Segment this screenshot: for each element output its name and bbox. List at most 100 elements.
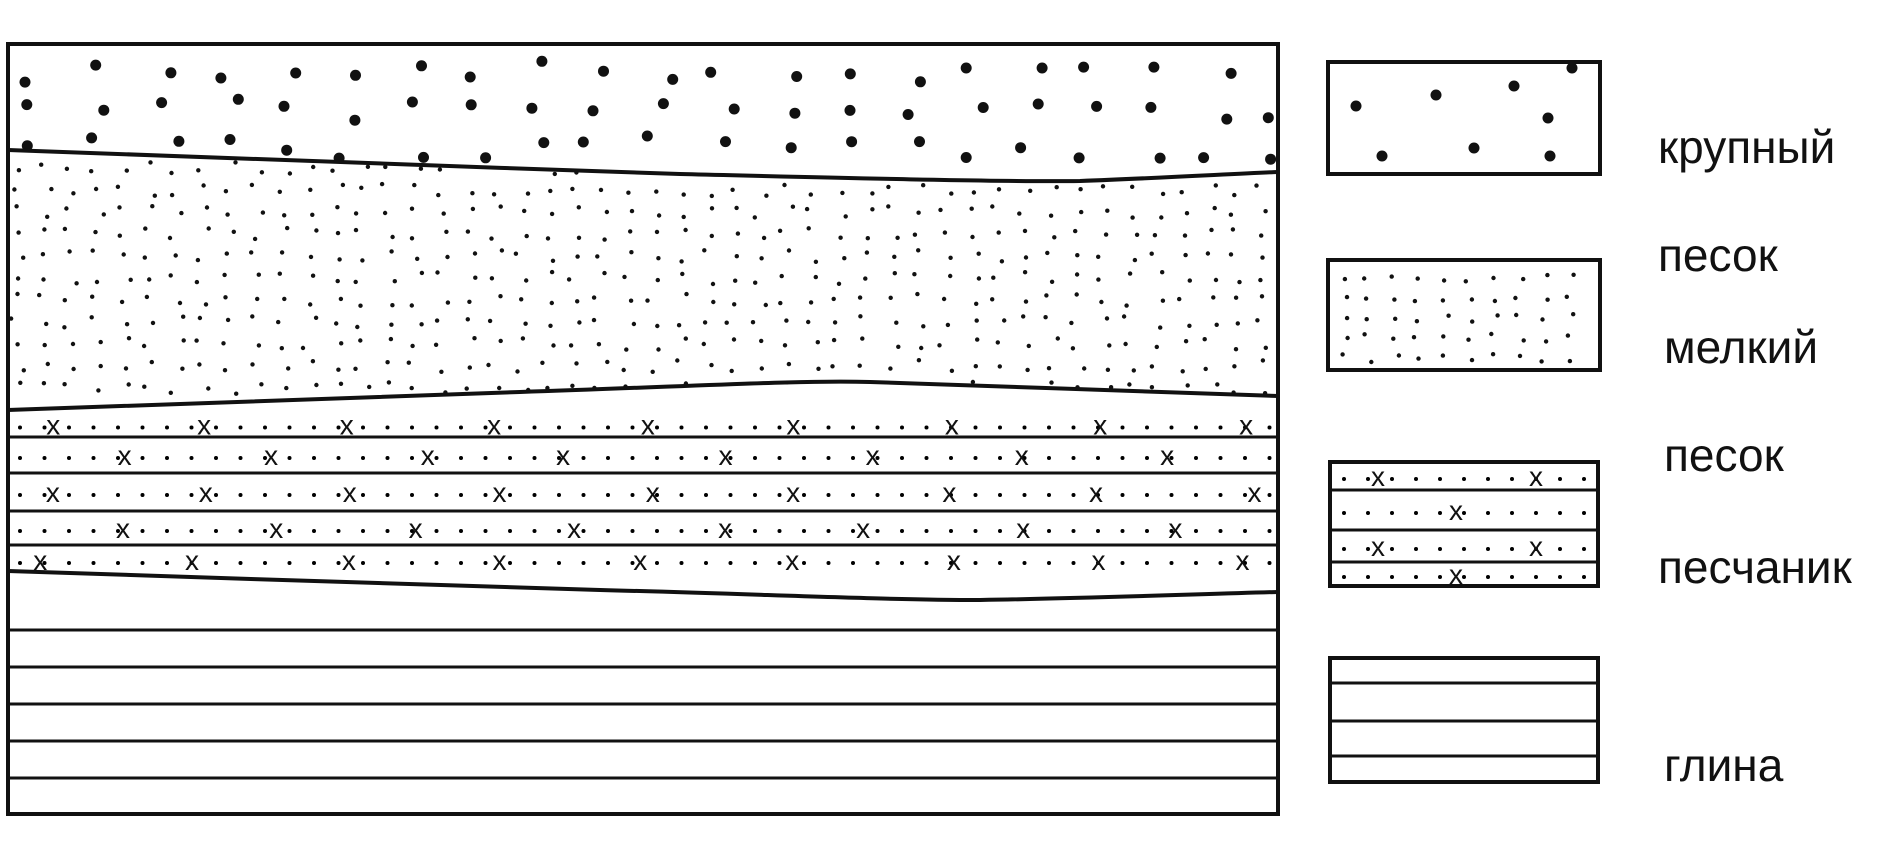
fine-sand-grain (709, 193, 714, 199)
fine-sand-grain (1105, 170, 1110, 175)
sandstone-grain (949, 493, 953, 497)
sandstone-cross-mark: x (342, 545, 356, 576)
coarse-sand-grain (598, 65, 609, 77)
fine-sand-grain (390, 234, 395, 240)
fine-sand-grain (389, 249, 394, 254)
fine-sand-grain (1259, 233, 1264, 238)
sandstone-grain (1120, 456, 1125, 460)
fine-sand-grain (314, 382, 319, 388)
sandstone-grain (385, 456, 390, 460)
coarse-sand-grain (536, 55, 548, 67)
sandstone-cross-mark: x (185, 545, 199, 576)
fine-sand-grain (1107, 343, 1112, 348)
fine-sand-grain (277, 271, 282, 276)
fine-sand-grain (1052, 235, 1057, 240)
fine-sand-grain (256, 272, 261, 277)
fine-sand-grain (445, 254, 450, 260)
fine-sand-grain (916, 358, 922, 363)
fine-sand-grain (570, 383, 575, 388)
fine-sand-grain (390, 303, 395, 308)
fine-sand-grain (142, 255, 147, 260)
fine-sand-grain (180, 366, 185, 371)
sandstone-grain (1022, 456, 1027, 460)
fine-sand-grain (489, 276, 495, 281)
fine-sand-grain (991, 275, 996, 280)
fine-sand-grain (786, 361, 792, 367)
fine-sand-grain (1344, 294, 1350, 300)
sandstone-cross-mark: x (633, 545, 647, 576)
sandstone-grain (42, 493, 47, 497)
fine-sand-grain (574, 361, 579, 366)
sandstone-grain (385, 425, 390, 430)
fine-sand-grain (598, 187, 604, 193)
sandstone-grain (1438, 547, 1442, 551)
fine-sand-grain (385, 360, 390, 365)
sandstone-cross-mark: x (46, 410, 60, 441)
fine-sand-grain (383, 164, 388, 170)
fine-sand-grain (392, 279, 397, 284)
fine-sand-grain (813, 259, 819, 264)
fine-sand-grain (197, 362, 202, 367)
fine-sand-grain (1213, 277, 1219, 283)
fine-sand-grain (150, 204, 155, 209)
sandstone-grain (116, 529, 120, 533)
sandstone-grain (410, 493, 414, 497)
sandstone-grain (287, 456, 292, 460)
coarse-sand-grain (1542, 112, 1554, 124)
fine-sand-grain (1055, 160, 1061, 165)
sandstone-grain (1194, 561, 1198, 565)
sandstone-grain (655, 425, 659, 430)
sandstone-grain (1096, 425, 1100, 430)
fine-sand-grain (433, 342, 439, 347)
fine-sand-grain (1490, 352, 1496, 357)
sandstone-grain (1366, 477, 1370, 481)
fine-sand-grain (1211, 295, 1216, 300)
fine-sand-grain (540, 360, 545, 365)
fine-sand-grain (168, 273, 173, 278)
fine-sand-grain (1096, 254, 1101, 259)
fine-sand-grain (731, 337, 737, 342)
sandstone-grain (410, 561, 414, 565)
sandstone-grain (1194, 529, 1198, 533)
coarse-sand-grain (173, 135, 185, 147)
fine-sand-grain (701, 341, 706, 347)
sandstone-grain (459, 456, 463, 460)
sandstone-grain (1342, 511, 1346, 515)
fine-sand-grain (724, 320, 729, 325)
fine-sand-grain (808, 192, 813, 197)
sandstone-grain (1169, 456, 1174, 460)
sandstone-grain (606, 561, 610, 565)
fine-sand-grain (1187, 323, 1192, 328)
fine-sand-grain (1237, 279, 1242, 285)
fine-sand-grain (684, 291, 689, 297)
fine-sand-grain (40, 252, 46, 257)
sandstone-grain (581, 561, 586, 565)
sandstone-grain (1218, 425, 1223, 430)
sandstone-grain (214, 425, 218, 430)
sandstone-grain (116, 425, 120, 430)
fine-sand-grain (379, 181, 385, 187)
sandstone-grain (91, 456, 96, 460)
coarse-sand-grain (1015, 142, 1027, 154)
fine-sand-grain (1079, 167, 1084, 172)
fine-sand-grain (177, 300, 183, 306)
fine-sand-grain (761, 235, 767, 241)
sandstone-grain (1169, 529, 1174, 533)
fine-sand-grain (1565, 333, 1571, 338)
sandstone-grain (238, 561, 243, 565)
fine-sand-grain (225, 317, 231, 323)
fine-sand-grain (519, 297, 524, 302)
sandstone-grain (116, 493, 120, 497)
fine-sand-grain (353, 366, 358, 371)
sandstone-grain (1047, 529, 1051, 533)
sandstone-grain (1267, 529, 1272, 533)
fine-sand-grain (300, 345, 306, 351)
coarse-sand-grain (165, 67, 177, 79)
fine-sand-grain (895, 235, 900, 240)
fine-sand-grain (1026, 343, 1032, 349)
sandstone-grain (165, 425, 169, 430)
fine-sand-grain (249, 250, 254, 255)
fine-sand-grain (1048, 213, 1054, 218)
sandstone-grain (973, 529, 978, 533)
fine-sand-grain (990, 297, 995, 302)
